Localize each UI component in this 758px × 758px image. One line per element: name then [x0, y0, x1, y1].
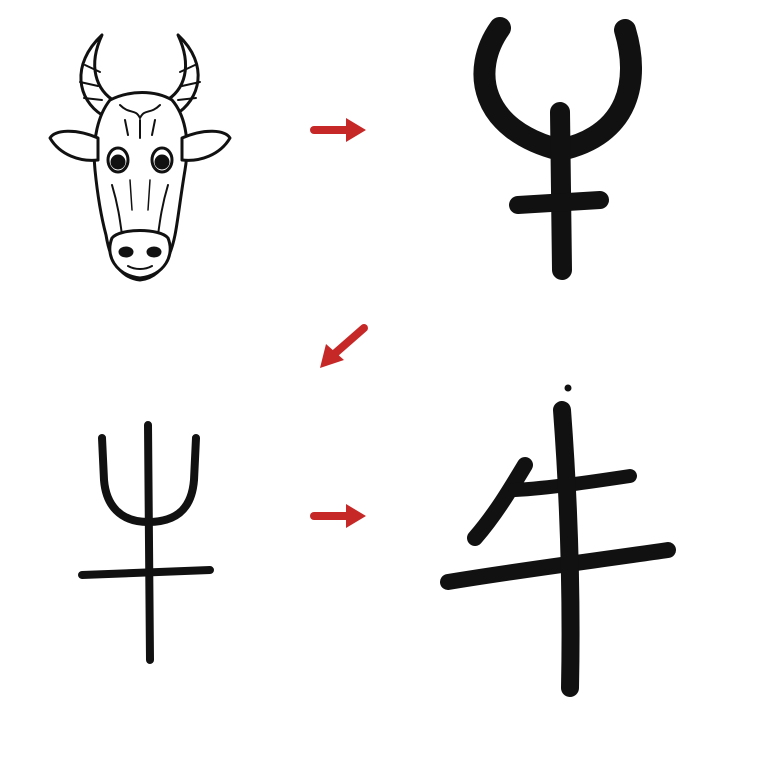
modern-ox-character-icon [430, 370, 690, 710]
arrow-right-icon [310, 112, 370, 148]
oracle-bone-ox-glyph-icon [460, 0, 660, 300]
ox-head-icon [40, 20, 240, 290]
bronze-script-ox-glyph-icon [70, 410, 230, 680]
arrow-right-icon [310, 498, 370, 534]
arrow-down-left-icon [312, 322, 372, 372]
